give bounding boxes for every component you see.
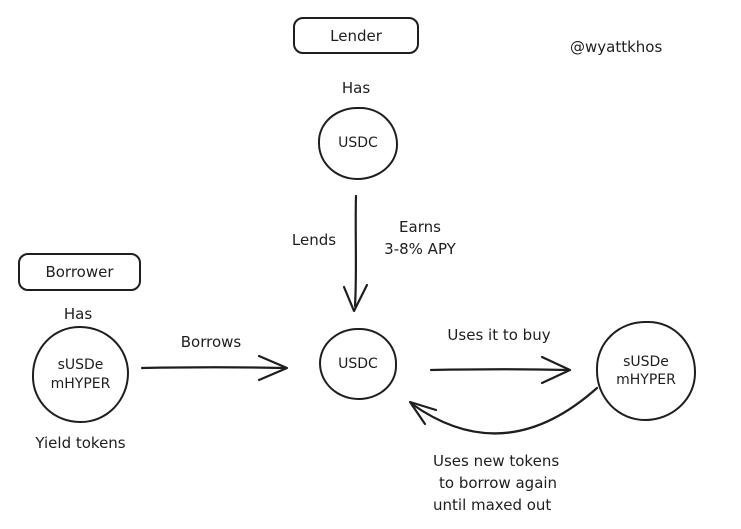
- borrower-token-line1: sUSDe: [57, 357, 104, 374]
- lender-label: Lender: [330, 26, 382, 45]
- center-usdc-circle: USDC: [319, 328, 397, 400]
- lends-arrow: [353, 194, 358, 308]
- borrows-arrowhead: [257, 354, 289, 382]
- loop-caption-line2: to borrow again: [439, 473, 558, 492]
- borrows-label: Borrows: [180, 333, 242, 351]
- earns-label-line1: Earns: [399, 218, 441, 236]
- uses-to-buy-arrowhead: [540, 355, 572, 385]
- center-usdc-label: USDC: [338, 355, 378, 372]
- loop-arrow: [410, 386, 599, 435]
- lends-label: Lends: [291, 231, 337, 249]
- yield-tokens-caption: Yield tokens: [35, 434, 126, 452]
- borrower-token-circle: sUSDe mHYPER: [32, 326, 129, 423]
- uses-to-buy-label: Uses it to buy: [447, 326, 551, 344]
- uses-to-buy-arrow: [429, 368, 569, 372]
- loop-arrowhead: [408, 400, 438, 426]
- loop-caption: Uses new tokens to borrow again until ma…: [433, 451, 559, 516]
- bought-token-line2: mHYPER: [616, 372, 676, 388]
- lender-box: Lender: [293, 17, 419, 54]
- bought-token-line1: sUSDe: [623, 353, 669, 370]
- borrower-token-line2: mHYPER: [50, 375, 111, 392]
- loop-caption-line3: until maxed out: [433, 495, 552, 514]
- attribution-handle: @wyattkhos: [570, 38, 663, 56]
- borrows-arrow: [140, 366, 286, 370]
- borrower-has-label: Has: [63, 305, 93, 323]
- lender-usdc-circle: USDC: [318, 107, 398, 180]
- lender-usdc-label: USDC: [338, 135, 378, 152]
- lender-has-label: Has: [341, 79, 371, 97]
- loop-caption-line1: Uses new tokens: [433, 452, 560, 470]
- borrower-box: Borrower: [18, 253, 141, 291]
- lends-arrowhead: [342, 283, 369, 313]
- earns-label-line2: 3-8% APY: [384, 240, 456, 258]
- bought-token-circle: sUSDe mHYPER: [596, 321, 696, 421]
- borrower-label: Borrower: [45, 263, 114, 281]
